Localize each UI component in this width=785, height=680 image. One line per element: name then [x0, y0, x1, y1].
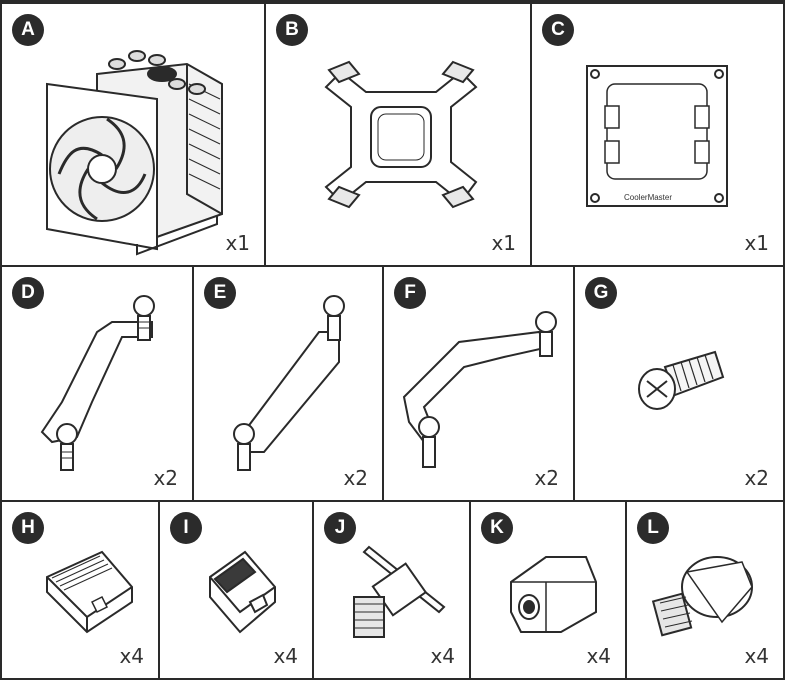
part-cell-d: D x2 [0, 265, 194, 502]
part-cell-a: A [0, 2, 266, 267]
standoff-screw-icon [349, 542, 449, 642]
part-cell-h: H x4 [0, 500, 160, 680]
part-cell-j: J x4 [312, 500, 471, 680]
part-letter-badge: D [12, 277, 44, 309]
part-quantity: x4 [430, 644, 455, 668]
part-quantity: x2 [534, 466, 559, 490]
part-quantity: x2 [343, 466, 368, 490]
amd-mounting-bracket-icon [311, 52, 491, 217]
part-quantity: x4 [273, 644, 298, 668]
part-cell-k: K x4 [469, 500, 627, 680]
part-quantity: x4 [586, 644, 611, 668]
clip-nut-icon [42, 542, 142, 637]
part-letter-badge: B [276, 14, 308, 46]
intel-backplate-icon [577, 56, 737, 216]
offset-mounting-arm-icon [399, 302, 564, 477]
part-letter-badge: L [637, 512, 669, 544]
part-letter-badge: G [585, 277, 617, 309]
mounting-arm-icon [32, 292, 172, 482]
part-quantity: x1 [491, 231, 516, 255]
part-quantity: x4 [744, 644, 769, 668]
top-border [0, 0, 785, 3]
part-quantity: x1 [744, 231, 769, 255]
part-quantity: x4 [119, 644, 144, 668]
straight-mounting-arm-icon [224, 292, 364, 482]
part-letter-badge: C [542, 14, 574, 46]
part-letter-badge: E [204, 277, 236, 309]
part-letter-badge: A [12, 14, 44, 46]
bracket-clip-icon [205, 547, 290, 637]
part-letter-badge: J [324, 512, 356, 544]
part-cell-b: B x1 [264, 2, 532, 267]
fan-screw-icon [635, 347, 725, 417]
hex-standoff-icon [506, 542, 601, 637]
part-quantity: x2 [744, 466, 769, 490]
part-letter-badge: I [170, 512, 202, 544]
cpu-cooler-tower-icon [37, 44, 227, 256]
part-cell-i: I x4 [158, 500, 314, 680]
part-cell-l: L x4 [625, 500, 785, 680]
part-cell-c: C CoolerMaster x1 [530, 2, 785, 267]
part-letter-badge: F [394, 277, 426, 309]
part-quantity: x1 [225, 231, 250, 255]
backplate-brand-text: CoolerMaster [624, 193, 673, 202]
thumb-nut-icon [651, 547, 757, 642]
part-quantity: x2 [153, 466, 178, 490]
part-letter-badge: K [481, 512, 513, 544]
part-cell-f: F x2 [382, 265, 575, 502]
part-cell-e: E x2 [192, 265, 384, 502]
part-cell-g: G x2 [573, 265, 785, 502]
part-letter-badge: H [12, 512, 44, 544]
